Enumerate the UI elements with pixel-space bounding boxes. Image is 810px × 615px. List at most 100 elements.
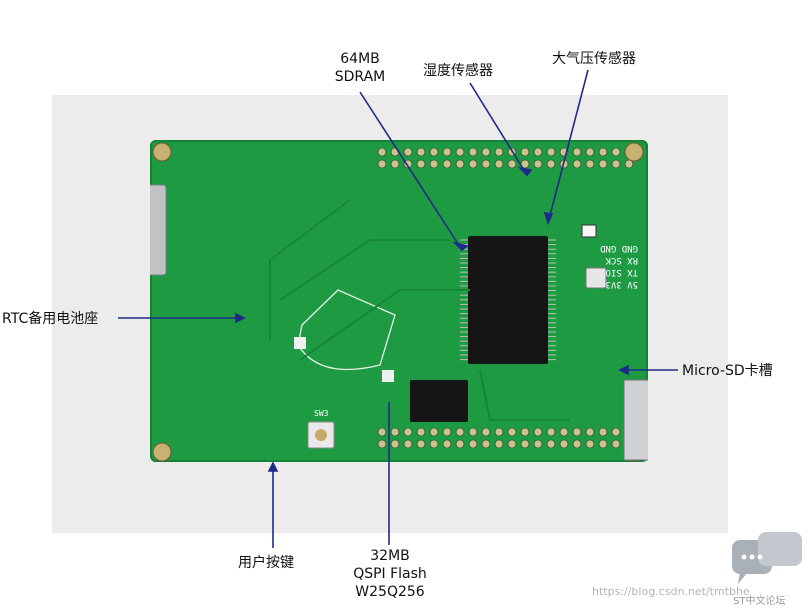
label-user-button: 用户按键 xyxy=(238,555,294,571)
header-pin xyxy=(442,427,452,437)
header-pin xyxy=(377,159,387,169)
header-pin xyxy=(533,427,543,437)
label-flash-line3: W25Q256 xyxy=(355,584,425,600)
usb-connector xyxy=(150,184,167,276)
flash-chip xyxy=(410,380,468,422)
rtc-battery-holder xyxy=(297,289,396,371)
header-pin xyxy=(494,439,504,449)
header-pin xyxy=(546,147,556,157)
header-pin xyxy=(377,427,387,437)
header-pin xyxy=(533,147,543,157)
header-pin xyxy=(520,427,530,437)
silk-sw-label: SW3 xyxy=(314,409,329,418)
header-pin xyxy=(494,159,504,169)
header-pin xyxy=(585,147,595,157)
header-pin xyxy=(533,439,543,449)
header-pin xyxy=(611,439,621,449)
header-pin xyxy=(442,439,452,449)
silk-pin-label: RX SCK xyxy=(605,255,638,265)
user-button-cap xyxy=(315,429,327,441)
pcb-details: 5V 3V3 TX SIO RX SCK GND GND SW3 xyxy=(150,142,648,462)
silk-pin-label: 5V 3V3 xyxy=(605,279,638,289)
header-pin xyxy=(494,427,504,437)
header-pin xyxy=(442,147,452,157)
header-pin xyxy=(481,427,491,437)
leader-pressure xyxy=(547,69,589,224)
header-pin xyxy=(455,147,465,157)
standoff-top-right xyxy=(624,142,644,162)
header-pin xyxy=(507,439,517,449)
header-pin xyxy=(559,427,569,437)
header-pin xyxy=(468,439,478,449)
header-pin xyxy=(546,159,556,169)
label-sdram: 64MB SDRAM xyxy=(330,50,390,86)
watermark-url: https://blog.csdn.net/tmtbhe xyxy=(592,585,750,598)
top-header-pins xyxy=(377,147,634,169)
header-pin xyxy=(520,147,530,157)
label-flash-line2: QSPI Flash xyxy=(353,566,427,582)
header-pin xyxy=(403,439,413,449)
header-pin xyxy=(442,159,452,169)
header-pin xyxy=(403,427,413,437)
pressure-sensor xyxy=(585,267,607,289)
header-pin xyxy=(520,439,530,449)
header-pin xyxy=(598,427,608,437)
header-pin xyxy=(468,159,478,169)
microsd-slot xyxy=(623,379,648,461)
header-pin xyxy=(416,427,426,437)
header-pin xyxy=(494,147,504,157)
header-pin xyxy=(572,427,582,437)
label-rtc-battery: RTC备用电池座 xyxy=(2,311,99,327)
header-pin xyxy=(546,439,556,449)
header-pin xyxy=(429,427,439,437)
header-pin xyxy=(559,439,569,449)
header-pin xyxy=(377,147,387,157)
rtc-pad-left xyxy=(294,337,306,349)
leader-sdram xyxy=(359,91,463,251)
header-pin xyxy=(572,439,582,449)
header-pin xyxy=(468,427,478,437)
sdram-chip xyxy=(468,236,548,364)
header-pin xyxy=(403,147,413,157)
standoff-bottom-left xyxy=(152,442,172,462)
header-pin xyxy=(481,147,491,157)
header-pin xyxy=(585,159,595,169)
header-pin xyxy=(611,159,621,169)
header-pin xyxy=(390,439,400,449)
header-pin xyxy=(416,147,426,157)
header-pin xyxy=(611,147,621,157)
header-pin xyxy=(585,439,595,449)
rtc-pad-right xyxy=(382,370,394,382)
header-pin xyxy=(429,159,439,169)
label-sdram-line2: SDRAM xyxy=(334,69,386,85)
silk-pin-label: TX SIO xyxy=(605,267,638,277)
pcb-board: 5V 3V3 TX SIO RX SCK GND GND SW3 xyxy=(150,140,648,462)
header-pin xyxy=(572,147,582,157)
header-pin xyxy=(455,439,465,449)
header-pin xyxy=(598,439,608,449)
leader-humidity xyxy=(469,82,528,176)
header-pin xyxy=(390,427,400,437)
header-pin xyxy=(611,427,621,437)
header-pin xyxy=(416,159,426,169)
label-flash: 32MB QSPI Flash W25Q256 xyxy=(340,547,440,601)
label-microsd-slot: Micro-SD卡槽 xyxy=(682,363,773,379)
header-pin xyxy=(416,439,426,449)
header-pin xyxy=(455,159,465,169)
label-pressure-sensor: 大气压传感器 xyxy=(552,51,636,67)
header-pin xyxy=(455,427,465,437)
header-pin xyxy=(481,159,491,169)
header-pin xyxy=(468,147,478,157)
header-pin xyxy=(507,427,517,437)
header-pin xyxy=(572,159,582,169)
header-pin xyxy=(429,147,439,157)
header-pin xyxy=(546,427,556,437)
standoff-top-left xyxy=(152,142,172,162)
label-humidity-sensor: 湿度传感器 xyxy=(423,63,493,79)
header-pin xyxy=(585,427,595,437)
header-pin xyxy=(507,159,517,169)
header-pin xyxy=(533,159,543,169)
silk-pin-label: GND GND xyxy=(600,243,638,253)
